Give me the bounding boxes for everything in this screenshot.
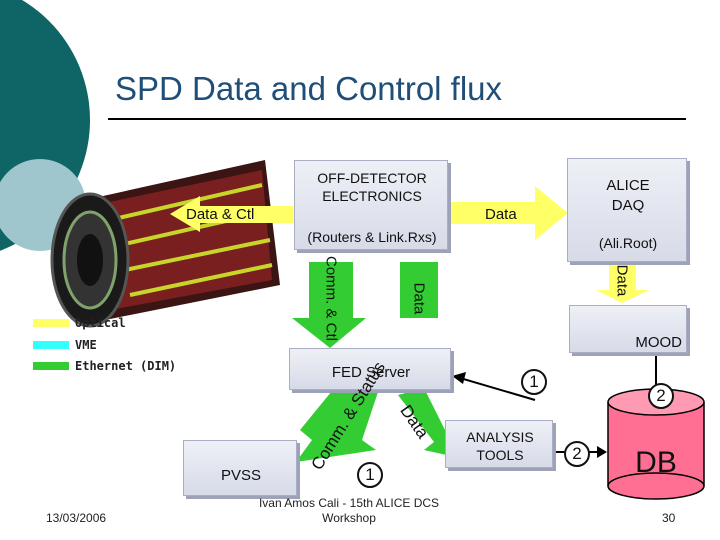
alice-daq-line2: DAQ (611, 197, 645, 214)
line-analysis-fed (459, 377, 536, 401)
arrow-data-right (596, 262, 649, 303)
fed-server-label: FED Server (331, 364, 411, 381)
marker-2-right: 2 (648, 383, 674, 409)
footer-date: 13/03/2006 (46, 511, 107, 525)
arrow-comm-status (296, 386, 380, 462)
pvss-label: PVSS (220, 467, 262, 484)
analysis-tools-line2: TOOLS (476, 447, 524, 463)
edge-label-data-right: Data (613, 264, 631, 297)
off-detector-line1: OFF-DETECTOR (317, 170, 427, 186)
edge-label-data-top: Data (485, 206, 517, 223)
marker-1-lower: 1 (357, 462, 383, 488)
legend-swatch-vme (33, 341, 69, 349)
mood-label: MOOD (635, 334, 682, 351)
detector-illustration (50, 160, 280, 328)
db-label: DB (635, 446, 677, 479)
legend-swatch-optical (33, 319, 69, 327)
footer-author: Ivan Amos Cali - 15th ALICE DCS Workshop (258, 496, 440, 525)
off-detector-line2: ELECTRONICS (322, 188, 422, 204)
footer-page-number: 30 (662, 511, 676, 525)
off-detector-sub: (Routers & Link.Rxs) (307, 229, 437, 245)
alice-daq-sub: (Ali.Root) (598, 235, 658, 251)
legend-swatch-ethernet (33, 362, 69, 370)
pvss-box: PVSS (183, 440, 297, 496)
off-detector-box: OFF-DETECTOR ELECTRONICS (Routers & Link… (294, 160, 448, 250)
edge-label-data-mid: Data (410, 282, 428, 315)
fed-server-box: FED Server (289, 348, 451, 390)
edge-label-data-ctl: Data & Ctl (186, 206, 255, 223)
analysis-tools-box: ANALYSIS TOOLS (445, 420, 553, 468)
marker-2-lower: 2 (564, 441, 590, 467)
legend-label-optical: Optical (75, 316, 126, 330)
arrow-data-top (448, 186, 568, 240)
alice-daq-line1: ALICE (606, 177, 650, 194)
title-underline (108, 118, 686, 120)
legend-label-vme: VME (75, 338, 97, 352)
marker-1-upper: 1 (521, 369, 547, 395)
arrow-data-lower (398, 388, 460, 458)
arrow-comm-ctl (292, 262, 366, 348)
mood-box: MOOD (569, 305, 687, 353)
arrow-data-mid (400, 262, 438, 318)
alice-daq-box: ALICE DAQ (Ali.Root) (567, 158, 687, 262)
legend-label-ethernet: Ethernet (DIM) (75, 359, 177, 373)
slide-title: SPD Data and Control flux (115, 70, 503, 107)
analysis-tools-line1: ANALYSIS (466, 429, 534, 445)
edge-label-comm-ctl: Comm. & Ctl (322, 255, 340, 341)
arrow-data-ctl (170, 196, 293, 232)
